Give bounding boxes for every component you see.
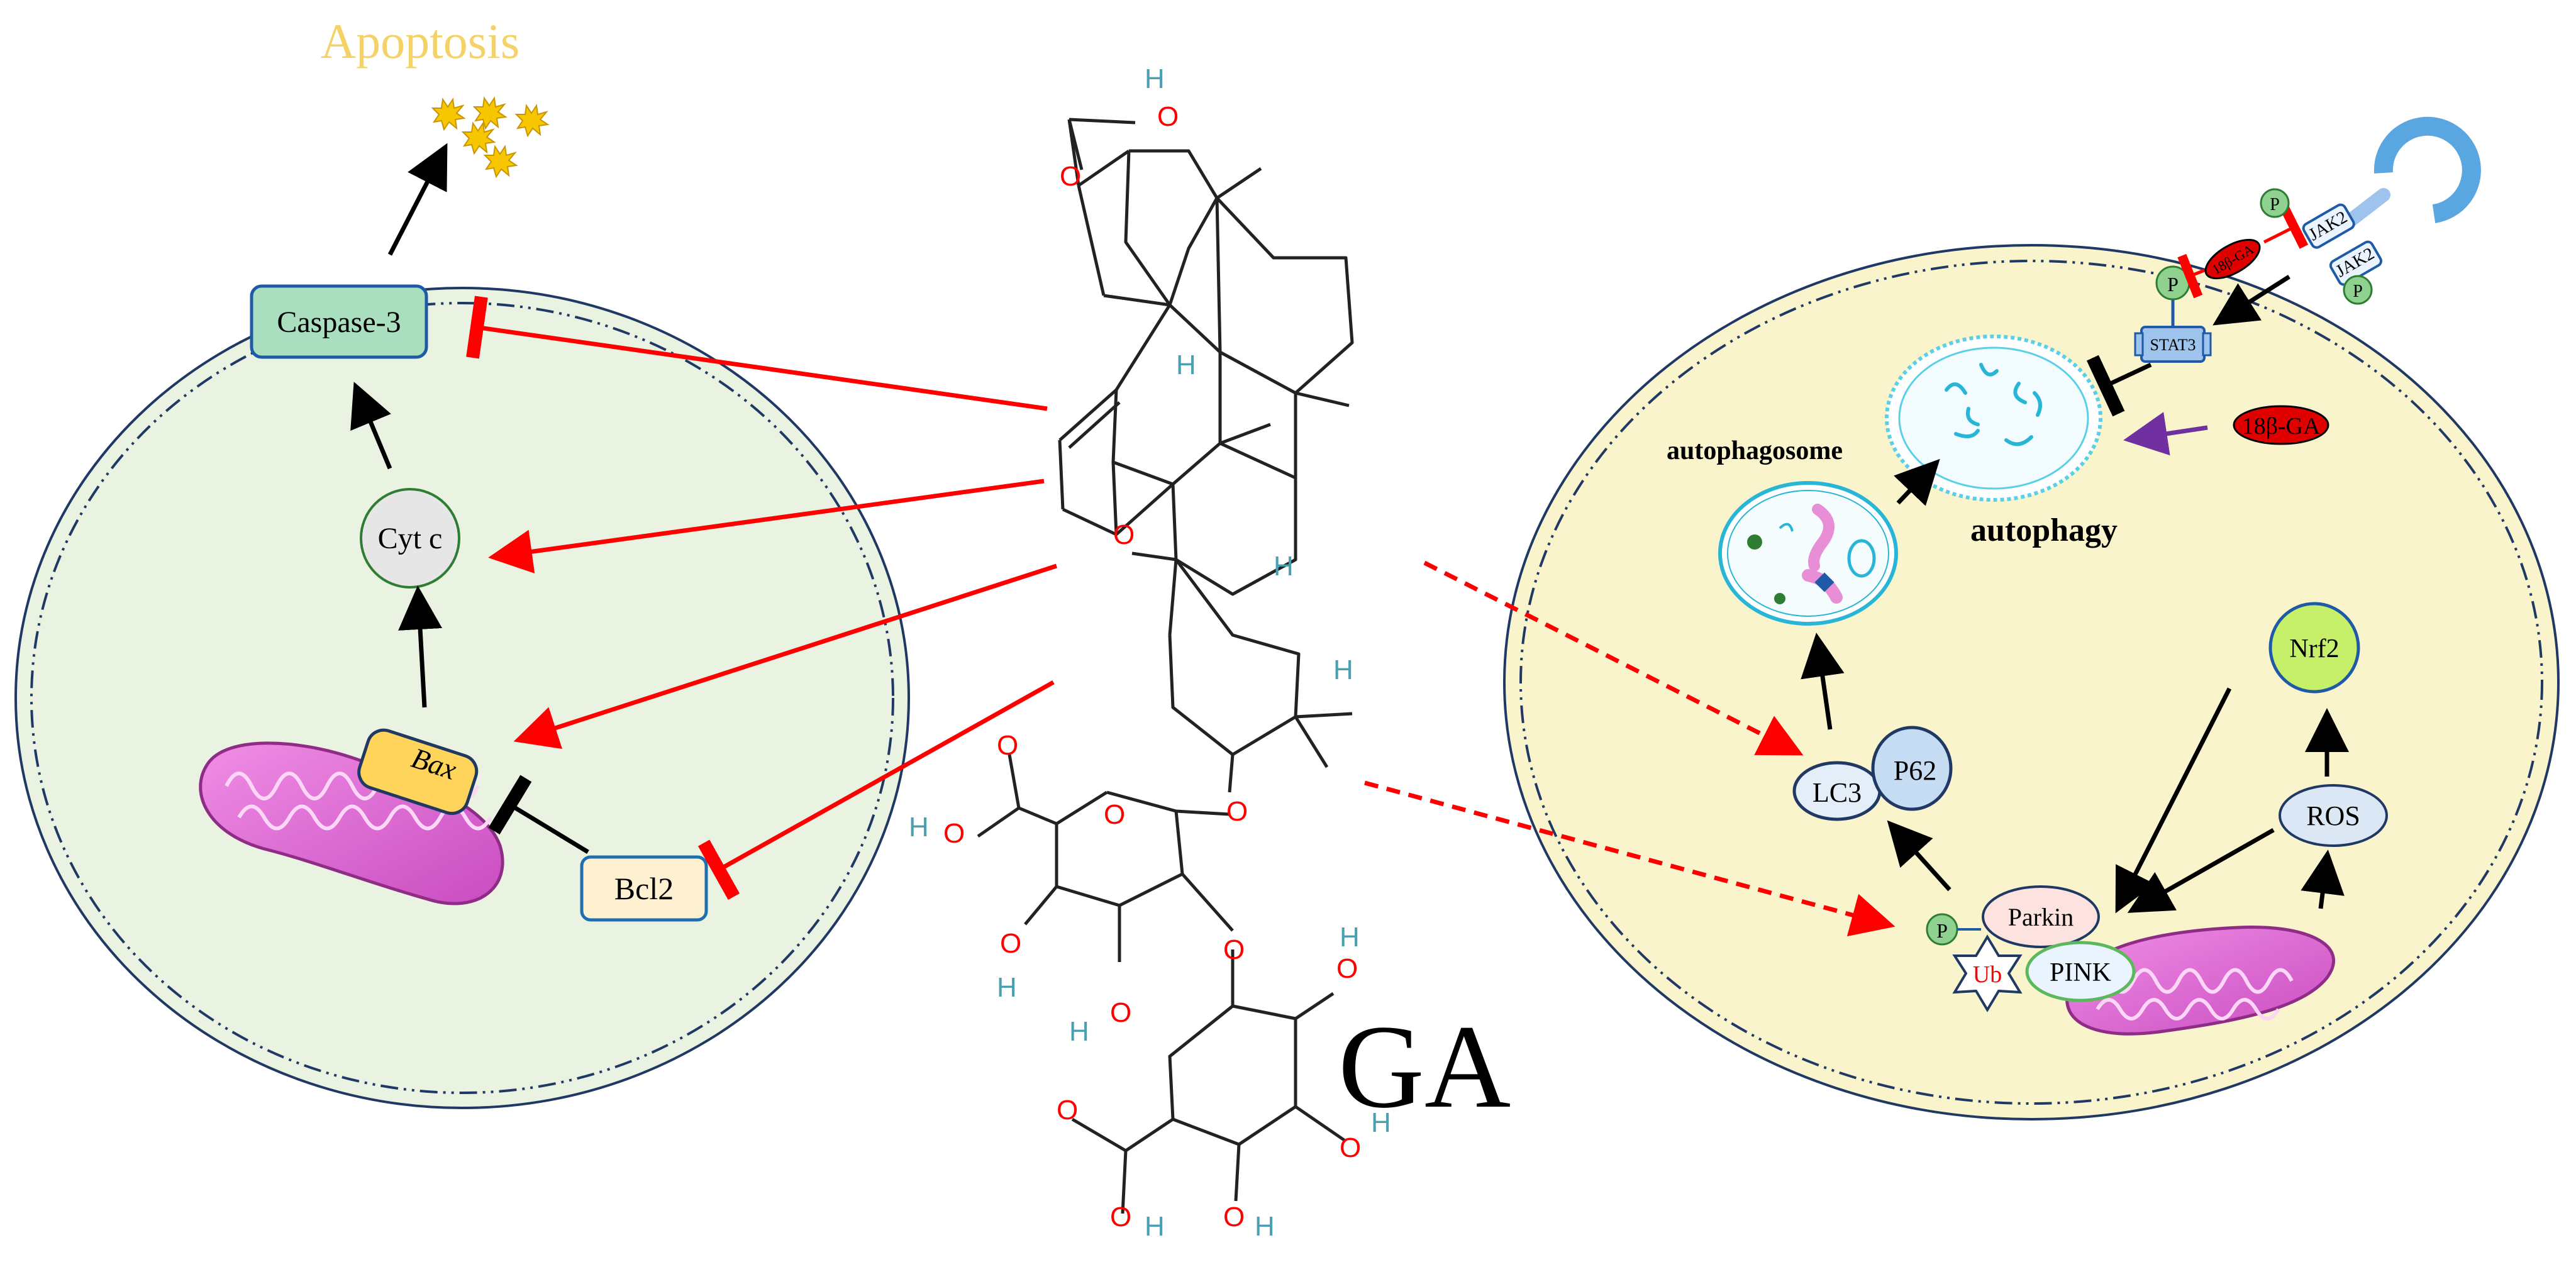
atom-h: H [1176, 350, 1196, 380]
lc3-label: LC3 [1813, 777, 1862, 808]
stat3-label: STAT3 [2150, 336, 2196, 354]
arrow-ga-to-bax [513, 563, 1058, 750]
arrow-lc3-to-autophagosome [1801, 633, 1845, 730]
nrf2-label: Nrf2 [2289, 634, 2339, 663]
p62-label: P62 [1894, 755, 1936, 786]
inhibit-ga-to-caspase [466, 296, 1048, 411]
atom-o: O [1000, 928, 1021, 959]
arrow-jak2-to-stat3 [2212, 275, 2290, 326]
inhibit-bcl2-to-bax [488, 775, 589, 854]
left-cell-membrane [14, 287, 910, 1109]
ga18b-node [2233, 405, 2329, 445]
atom-o: O [1104, 799, 1125, 830]
inhibit-ga-to-bcl2 [697, 680, 1055, 900]
atom-h: H [1145, 1211, 1165, 1242]
atom-o: O [1110, 1202, 1131, 1232]
arrow-ga-to-lc3 [1423, 560, 1804, 756]
parkin-label: Parkin [2008, 903, 2074, 931]
jak2-phospho-node-1 [2260, 188, 2290, 218]
ros-node [2279, 784, 2388, 847]
arrow-cytc-to-caspase [350, 382, 392, 470]
atom-h: H [1333, 655, 1353, 685]
jak2-phospho-label-2: P [2353, 282, 2363, 301]
arrow-caspase-to-apoptosis [387, 143, 448, 256]
atom-o: O [943, 818, 965, 849]
autophagosome-icon [1718, 481, 1898, 626]
arrow-bax-to-cytc [398, 585, 443, 708]
nrf2-node [2268, 602, 2360, 694]
atom-h: H [1145, 64, 1165, 94]
autophagosome-label: autophagosome [1667, 436, 1843, 465]
arrow-mito-to-ros [2301, 849, 2345, 909]
ub-label: Ub [1973, 961, 2002, 988]
inhibit-stat3-to-autophagy [2086, 355, 2152, 417]
atom-h: H [1069, 1016, 1089, 1047]
atom-o: O [1110, 997, 1131, 1028]
atom-o: O [1057, 1095, 1078, 1126]
atom-h: H [1255, 1211, 1275, 1242]
ros-label: ROS [2306, 800, 2360, 831]
atom-o: O [1060, 161, 1081, 192]
jak2-receptor-icon [2336, 116, 2481, 233]
bax-node [357, 728, 479, 816]
jak2-phospho-label-1: P [2270, 195, 2280, 214]
atom-h: H [997, 972, 1017, 1003]
arrow-autophagosome-to-autophagy [1894, 458, 1940, 506]
apoptosis-burst-icon [431, 96, 550, 179]
atom-o: O [997, 730, 1018, 761]
bcl2-label: Bcl2 [614, 871, 674, 906]
atom-o: O [1340, 1132, 1361, 1163]
left-cell [14, 287, 910, 1109]
jak2-phospho-node-2 [2343, 275, 2373, 305]
cytc-label: Cyt c [378, 522, 443, 555]
right-cell [1503, 244, 2560, 1120]
atom-h: H [1340, 922, 1360, 953]
arrow-parkin-to-p62 [1887, 820, 1951, 892]
arrow-ga-to-cytc [488, 479, 1045, 574]
atom-o: O [1226, 796, 1248, 827]
p62-node [1871, 726, 1953, 811]
parkin-node [1982, 885, 2100, 948]
atom-o: O [1336, 953, 1358, 984]
atom-o: O [1157, 101, 1179, 132]
jak2-node-2 [2329, 240, 2382, 286]
atom-o: O [1223, 934, 1245, 965]
atom-h: H [909, 812, 929, 843]
ga-label: GA [1338, 1001, 1511, 1133]
pink-node [2025, 941, 2136, 1002]
atom-o: O [1113, 519, 1135, 550]
ga18b-small-node [2204, 238, 2261, 280]
arrow-ga18b-to-autophagy [2123, 412, 2208, 456]
autophagy-label: autophagy [1970, 512, 2118, 548]
phospho-label: P [1936, 919, 1948, 942]
right-cell-inner-membrane [1519, 260, 2543, 1105]
pink-label: PINK [2050, 958, 2111, 987]
ga-molecule-atoms: H O O H O H H O O O O H O H O H O O H O … [909, 64, 1391, 1242]
autophagy-vesicle-icon [1885, 335, 2102, 502]
inhibit-ga18b-to-stat3 [2177, 253, 2205, 299]
apoptosis-title: Apoptosis [321, 14, 519, 69]
caspase3-box [250, 284, 428, 359]
stat3-phospho-label: P [2167, 273, 2179, 296]
left-cell-inner-membrane [30, 302, 894, 1094]
mitochondrion-right-icon [2065, 925, 2335, 1036]
arrow-ros-to-parkin [2127, 827, 2275, 913]
inhibit-ga18b-to-jak2 [2263, 205, 2309, 249]
jak2-node-1 [2302, 203, 2355, 249]
atom-o: O [1223, 1202, 1245, 1232]
arrow-nrf2-to-parkin [2115, 687, 2232, 914]
atom-h: H [1274, 551, 1294, 582]
caspase3-label: Caspase-3 [277, 306, 401, 339]
atom-h: H [1371, 1107, 1391, 1138]
right-cell-membrane [1503, 244, 2560, 1120]
ga-molecule-structure [977, 118, 1354, 1214]
ga18b-label: 18β-GA [2242, 413, 2321, 440]
ub-star-icon [1952, 934, 2023, 1012]
